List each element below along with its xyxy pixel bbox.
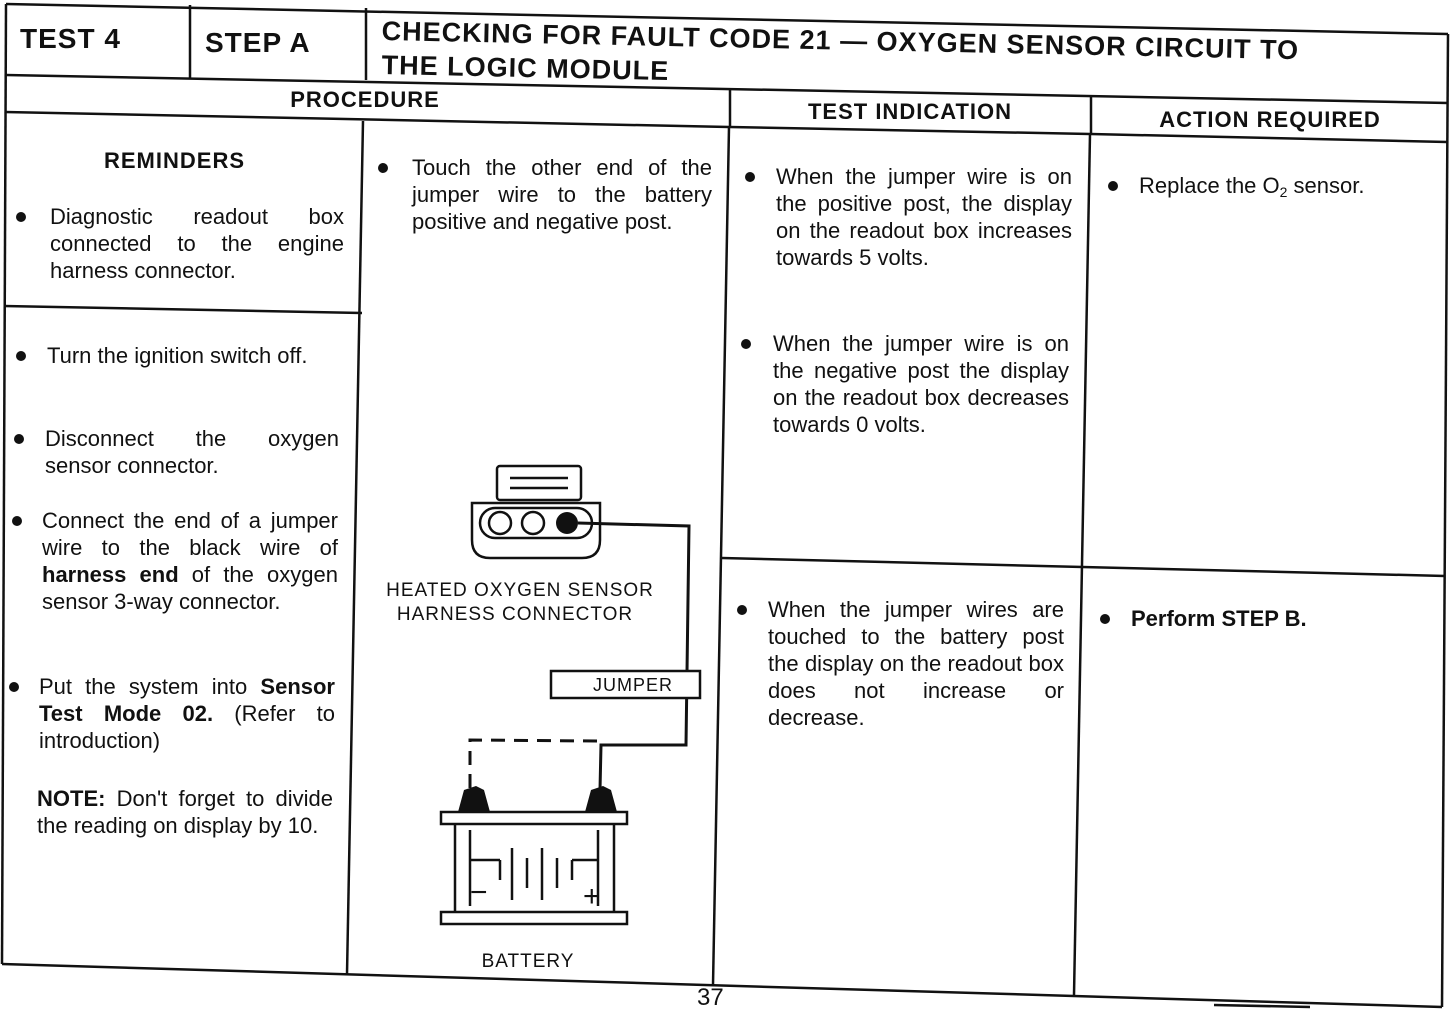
action-replace-sensor: Replace the O2 sensor.	[1139, 173, 1365, 200]
bullet	[14, 434, 24, 444]
battery-label: BATTERY	[481, 951, 575, 972]
test-number: TEST 4	[20, 23, 121, 54]
connector-latch	[495, 464, 583, 502]
step-label: STEP A	[205, 27, 311, 58]
negative-sign: −	[470, 876, 488, 909]
positive-terminal	[585, 786, 617, 812]
action-required-header: ACTION REQUIRED	[1159, 107, 1381, 132]
page-number: 37	[697, 984, 724, 1011]
jumper-wire	[577, 521, 691, 791]
bullet	[1100, 614, 1110, 624]
bullet	[12, 516, 22, 526]
bullet	[745, 172, 755, 182]
reminder-item: Diagnostic readout box connected to the …	[50, 204, 344, 283]
connector-label-line1: HEATED OXYGEN SENSOR	[386, 580, 654, 601]
connector-body	[470, 501, 602, 560]
connector-pin-black-wire	[556, 512, 578, 534]
indication-negative-post: When the jumper wire is on the negative …	[773, 331, 1069, 437]
battery	[439, 810, 629, 926]
jumper-label-box	[549, 669, 702, 700]
bullet	[737, 605, 747, 615]
note: NOTE: Don't forget to divide the reading…	[37, 786, 333, 838]
step-disconnect-sensor: Disconnect the oxygen sensor connector.	[45, 426, 339, 478]
action-perform-step-b: Perform STEP B.	[1131, 606, 1307, 631]
bullet	[378, 163, 388, 173]
procedure-header: PROCEDURE	[290, 87, 440, 112]
test-indication-header: TEST INDICATION	[807, 99, 1013, 124]
positive-sign: +	[583, 880, 601, 913]
jumper-label: JUMPER	[592, 675, 673, 695]
reminders-title: REMINDERS	[104, 148, 246, 173]
bullet	[16, 351, 26, 361]
connector-pin	[520, 510, 546, 536]
indication-positive-post: When the jumper wire is on the positive …	[776, 164, 1072, 270]
bullet	[741, 339, 751, 349]
negative-terminal	[458, 786, 490, 812]
bullet	[1108, 181, 1118, 191]
step-sensor-test-mode: Put the system into Sensor Test Mode 02.…	[39, 674, 335, 753]
indication-no-change: When the jumper wires are touched to the…	[768, 597, 1064, 730]
step-touch-battery: Touch the other end of the jumper wire t…	[412, 155, 712, 234]
jumper-wire-alternate	[468, 738, 598, 790]
step-ignition-off: Turn the ignition switch off.	[47, 343, 308, 368]
step-connect-jumper: Connect the end of a jumper wire to the …	[42, 508, 338, 614]
connector-pin	[487, 510, 513, 536]
bullet	[9, 682, 19, 692]
connector-label-line2: HARNESS CONNECTOR	[396, 604, 634, 625]
bullet	[16, 212, 26, 222]
